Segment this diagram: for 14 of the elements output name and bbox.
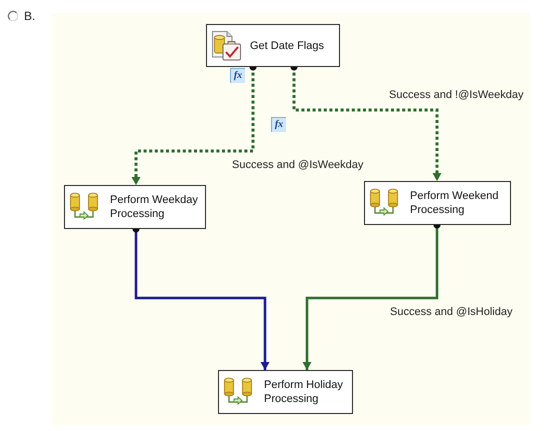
edge-label: Success and !@IsWeekday [388,89,524,102]
task-box [218,370,353,414]
expression-marker: fx [230,68,245,83]
task-label: Perform Holiday Processing [264,378,344,406]
task-label: Perform Weekend Processing [410,189,500,217]
task-box [206,24,340,67]
task-box [364,181,511,225]
task-label: Perform Weekday Processing [110,193,199,221]
option-letter: B. [24,9,36,23]
task-label: Get Date Flags [250,38,325,52]
edge-label: Success and @IsHoliday [389,306,514,319]
expression-marker: fx [271,117,286,132]
edge-label: Success and @IsWeekday [231,159,364,172]
task-box [64,185,206,229]
